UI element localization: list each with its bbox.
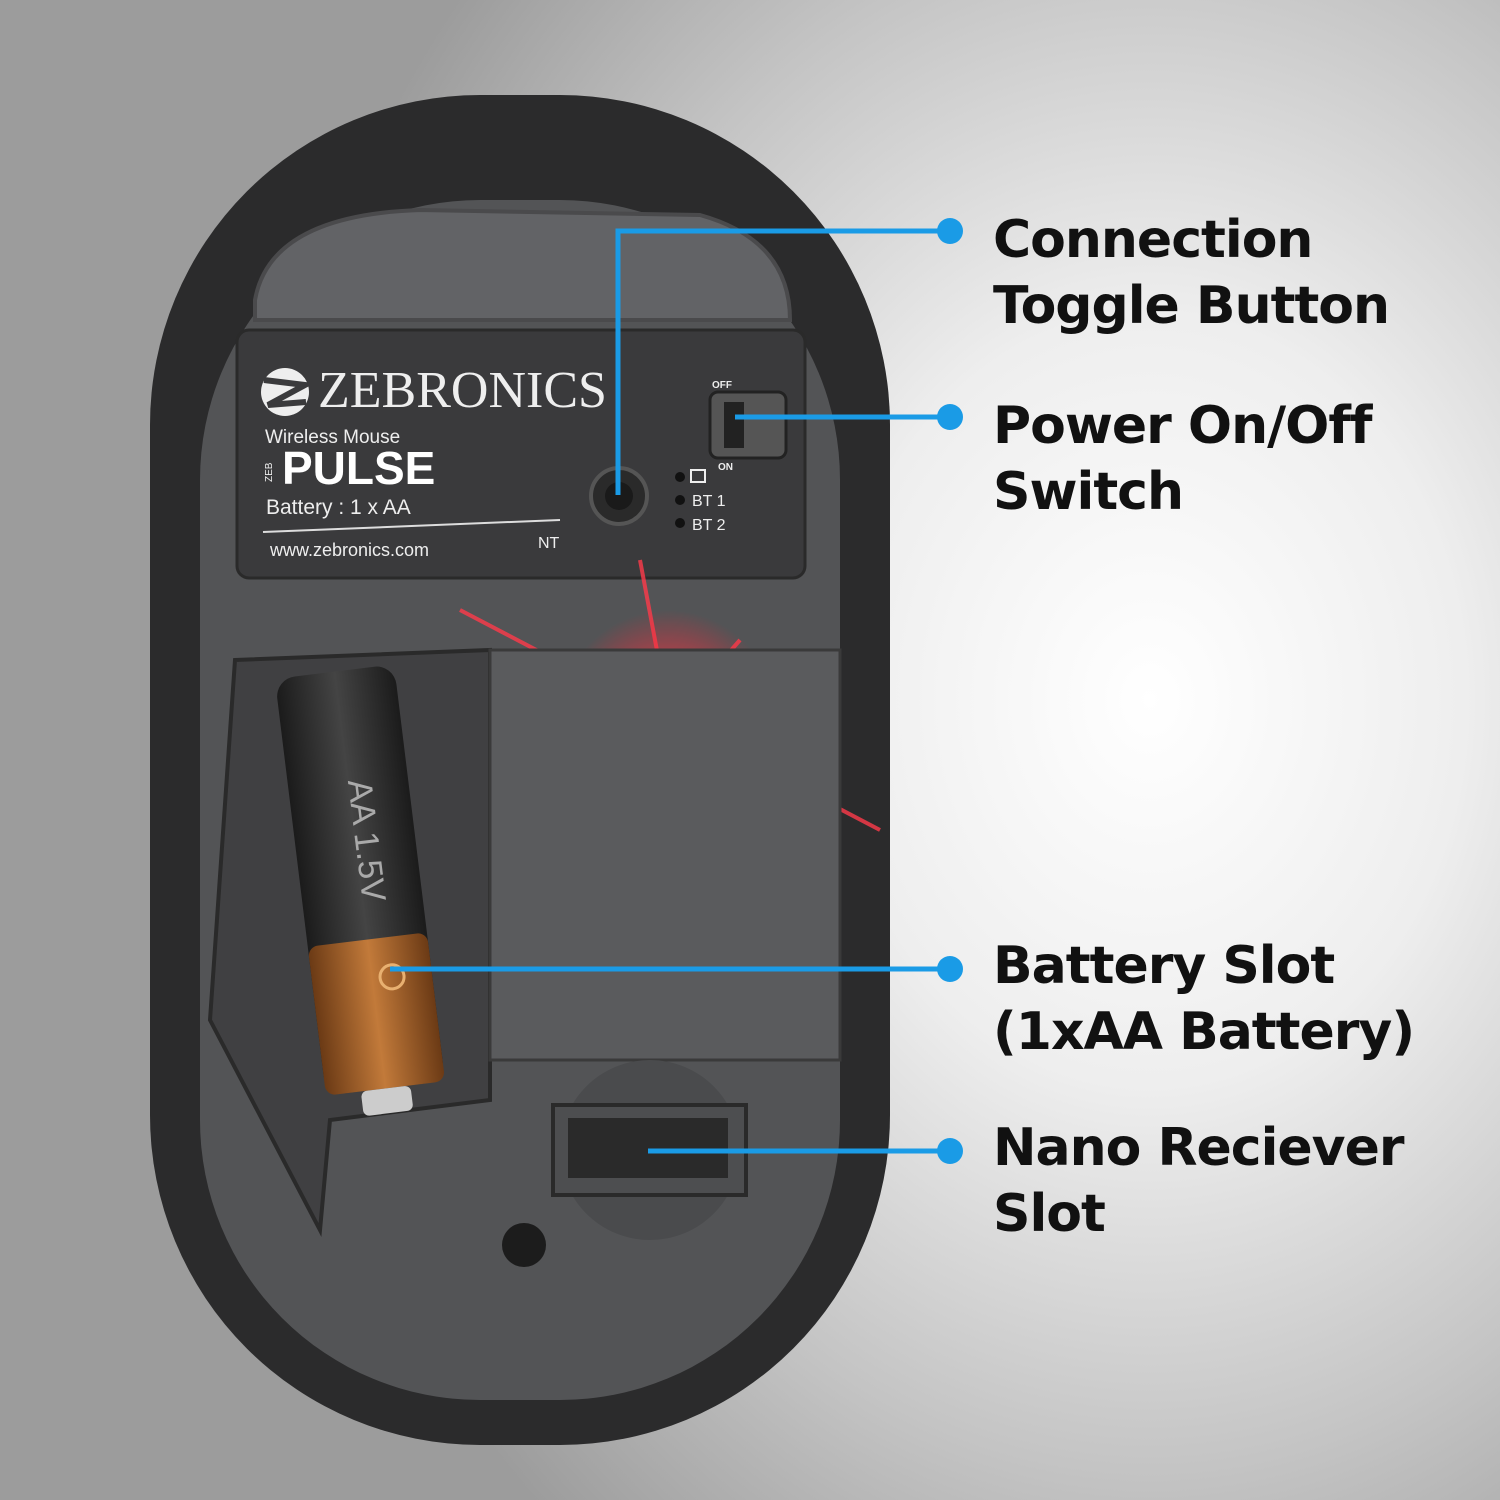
callout-battery-slot: Battery Slot(1xAA Battery) [993,936,1415,1062]
aa-battery: AA 1.5V [277,666,445,1116]
battery-door-area [488,648,842,1062]
power-switch[interactable] [708,390,788,460]
svg-text:PULSE: PULSE [282,442,435,494]
svg-text:www.zebronics.com: www.zebronics.com [269,540,429,560]
top-pad [253,207,793,322]
product-label: ZEBRONICS Wireless Mouse ZEB PULSE Batte… [235,328,807,580]
svg-text:OFF: OFF [712,380,732,391]
svg-text:ZEBRONICS: ZEBRONICS [318,362,607,419]
callout-lines [390,228,950,1154]
screw-icon [502,1223,546,1267]
zebronics-logo-icon [261,368,309,416]
svg-text:Battery : 1 x AA: Battery : 1 x AA [266,496,411,519]
svg-text:BT 1: BT 1 [692,493,726,510]
svg-text:Wireless Mouse: Wireless Mouse [265,427,400,448]
svg-text:ON: ON [718,462,733,473]
svg-text:ZEB: ZEB [264,462,275,482]
svg-text:NT: NT [538,535,560,552]
svg-text:BT 2: BT 2 [692,517,726,534]
callout-dots [937,218,963,1164]
